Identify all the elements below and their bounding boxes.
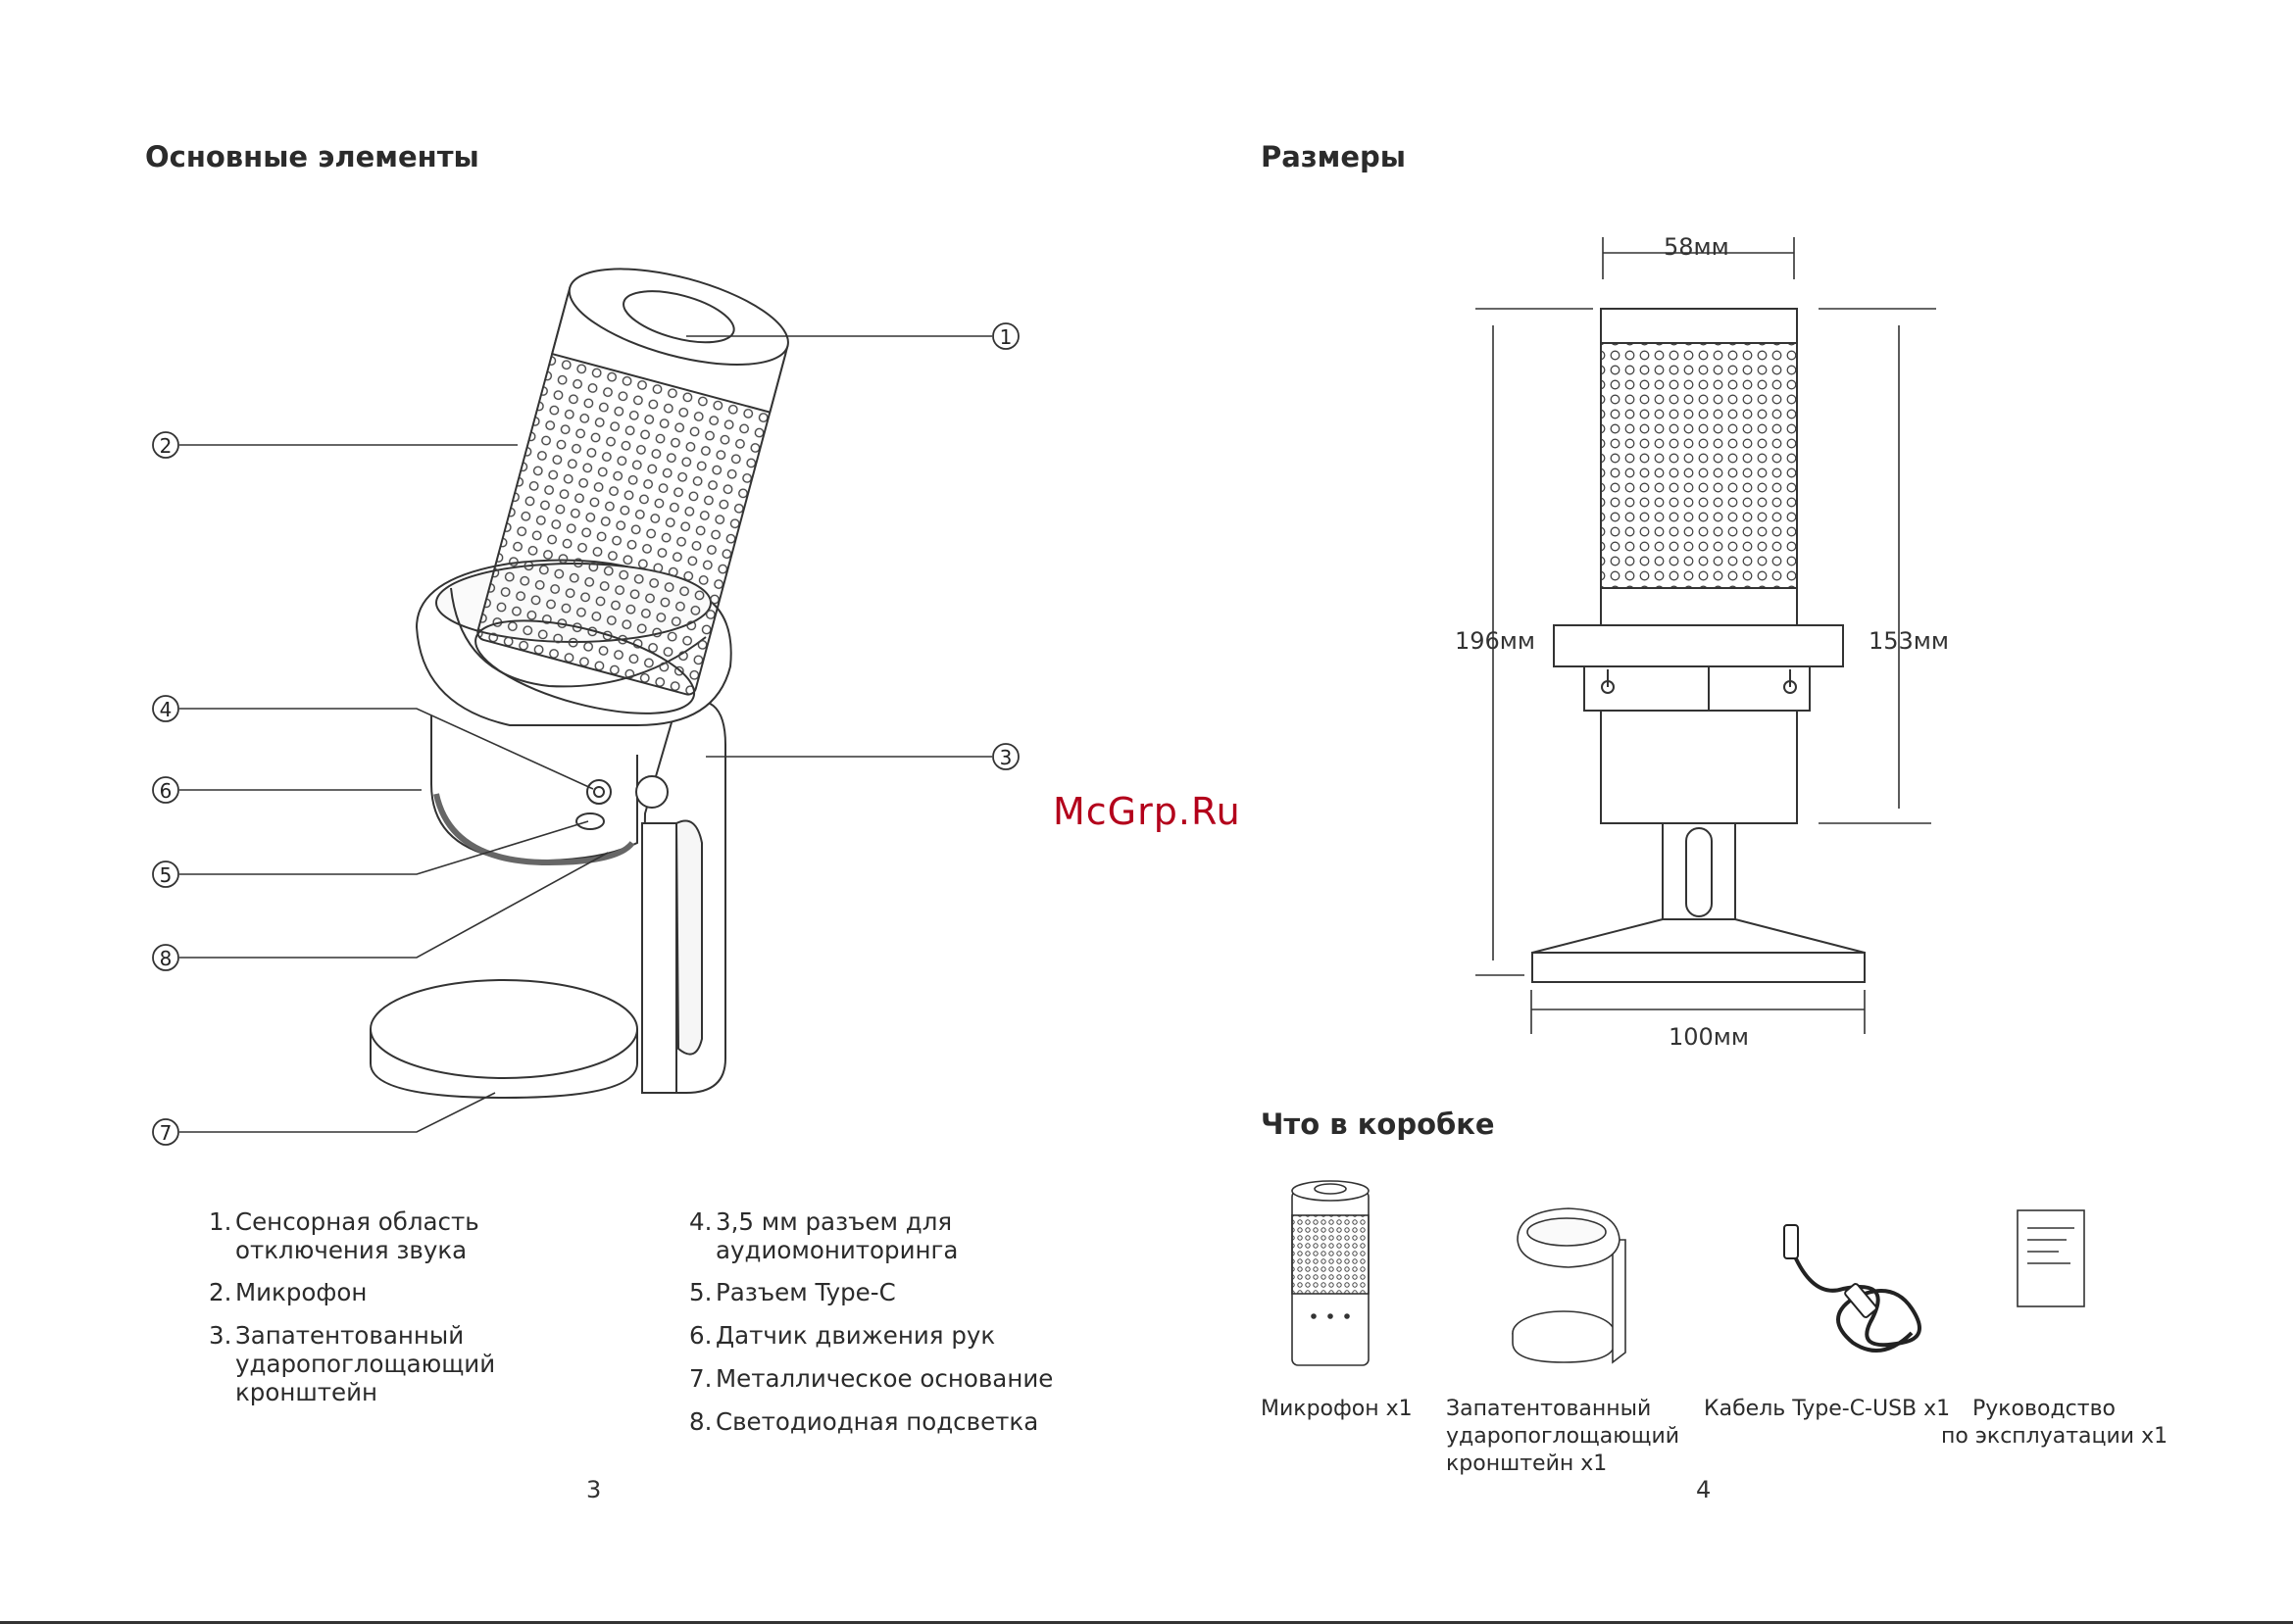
- dim-base-width: 100мм: [1669, 1023, 1750, 1051]
- callout-8: 8: [160, 947, 173, 970]
- dim-body-height: 153мм: [1869, 627, 1950, 655]
- list-item: 3.Запатентованный ударопоглощающий кронш…: [209, 1321, 496, 1406]
- section-title-dimensions: Размеры: [1261, 140, 1407, 173]
- box-item-label: Кабель Type-C-USB x1: [1704, 1397, 1951, 1421]
- callout-7: 7: [160, 1121, 173, 1145]
- section-title-in-box: Что в коробке: [1261, 1107, 1495, 1141]
- list-item: 6.Датчик движения рук: [689, 1321, 996, 1350]
- list-item: 2.Микрофон: [209, 1278, 368, 1306]
- box-mic-icon: [1291, 1180, 1370, 1366]
- box-bracket-icon: [1512, 1207, 1626, 1364]
- dim-top-width: 58мм: [1664, 233, 1729, 261]
- callout-6: 6: [160, 779, 173, 803]
- callout-3: 3: [1000, 746, 1013, 769]
- leader-lines: [179, 335, 992, 1133]
- callout-1: 1: [1000, 325, 1013, 349]
- mic-capsule: [474, 268, 789, 714]
- dimension-drawing: [1475, 237, 1936, 1034]
- list-item: 8.Светодиодная подсветка: [689, 1407, 1039, 1436]
- dim-total-height: 196мм: [1455, 627, 1536, 655]
- ports: [575, 775, 669, 830]
- list-item: 5.Разъем Type-C: [689, 1278, 896, 1306]
- mic-front-view: [1531, 308, 1866, 983]
- callout-4: 4: [160, 698, 173, 721]
- box-item-label: Запатентованный ударопоглощающий кронште…: [1446, 1397, 1680, 1476]
- list-item: 1.Сенсорная область отключения звука: [209, 1207, 479, 1264]
- box-item-label: Руководство по эксплуатации x1: [1941, 1397, 2168, 1449]
- callout-2: 2: [160, 434, 173, 458]
- page-number-left: 3: [586, 1476, 602, 1503]
- list-item: 7.Металлическое основание: [689, 1364, 1054, 1393]
- box-item-label: Микрофон x1: [1261, 1397, 1413, 1421]
- page-number-right: 4: [1696, 1476, 1712, 1503]
- parts-list: 1.Сенсорная область отключения звука 2.М…: [0, 0, 1127, 1470]
- box-cable-icon: [1783, 1224, 1921, 1353]
- section-title-main-elements: Основные элементы: [145, 140, 479, 173]
- watermark: McGrp.Ru: [1053, 790, 1241, 833]
- box-contents-illustrations: [1291, 1180, 2085, 1366]
- list-item: 4.3,5 мм разъем для аудиомониторинга: [689, 1207, 959, 1264]
- callout-5: 5: [160, 863, 173, 887]
- microphone-parts-diagram: 1 2 3 4 6 5 8 7: [152, 268, 1020, 1146]
- metal-base: [370, 979, 638, 1100]
- bottom-border: [0, 1621, 2293, 1624]
- box-manual-icon: [2017, 1209, 2085, 1307]
